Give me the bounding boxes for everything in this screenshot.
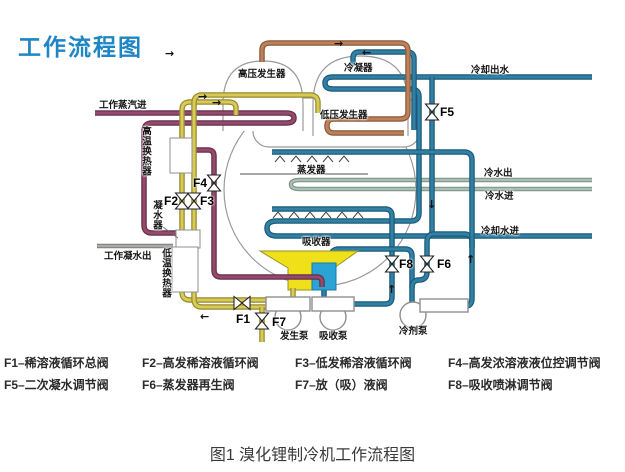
legend-item-f5: F5–二次凝水调节阀 [4,378,109,392]
valve-f7 [254,312,270,330]
flow-arrow: → [334,37,343,50]
legend-item-f3: F3–低发稀溶液循环阀 [295,356,412,370]
label-refrigerant-pump: 冷剂泵 [399,326,428,337]
legend-item-f4: F4–高发浓溶液液位控调节阀 [448,356,601,370]
lt-exchanger-box [171,246,199,293]
receiver-pointer-line [162,226,179,239]
label-steam-condensate-out: 工作凝水出 [104,251,152,262]
absorber-pump [311,296,355,331]
valve-f5 [424,103,440,121]
label-lp-generator: 低压发生器 [320,110,368,121]
legend-item-f6: F6–蒸发器再生阀 [142,378,235,392]
valve-f4 [206,174,222,192]
label-absorber-pump: 吸收泵 [319,331,348,342]
absorber-spray-nozzles [272,211,364,219]
label-ht-exchanger: 高温换热器 [140,126,151,176]
label-lt-exchanger: 低温换热器 [160,248,171,298]
label-generator-pump: 发生泵 [280,331,309,342]
valve-code-f2: F2 [164,194,179,208]
label-cooling-water-in: 冷却水进 [481,226,520,237]
valve-code-f8: F8 [399,257,414,271]
flow-arrow: ↑ [387,283,396,296]
ht-exchanger-box [169,137,193,174]
flow-arrow: → [198,90,207,103]
label-hp-generator: 高压发生器 [238,69,286,80]
condensate-receiver-box [175,229,201,249]
valve-code-f4: F4 [193,176,208,190]
valve-code-f3: F3 [200,194,215,208]
label-chilled-water-out: 冷水出 [484,168,513,179]
valve-f8 [384,255,400,273]
valve-f3 [186,192,202,210]
label-evaporator: 蒸发器 [297,165,326,176]
valve-code-f7: F7 [272,315,287,329]
label-condensate-receiver: 凝水器 [151,200,162,230]
generator-pump [265,296,311,331]
flow-arrow: ← [200,310,209,323]
flow-arrow: ↓ [427,198,436,211]
valve-code-f6: F6 [437,257,452,271]
valve-code-f5: F5 [440,105,455,119]
legend-item-f1: F1–稀溶液循环总阀 [4,356,109,370]
valve-code-f1: F1 [236,312,251,326]
flow-arrow: ↑ [466,253,475,266]
flow-arrow: → [165,47,174,60]
flow-arrow: → [212,96,221,109]
evaporator-spray-nozzles [274,155,350,163]
label-steam-in: 工作蒸汽进 [99,100,147,111]
valve-f6 [419,255,435,273]
label-condenser: 冷凝器 [344,63,373,74]
flow-arrow: ← [362,46,371,59]
label-chilled-water-in: 冷水进 [485,191,514,202]
refrigerant-pump [399,298,469,329]
legend-item-f8: F8–吸收喷淋调节阀 [448,378,553,392]
legend-item-f2: F2–高发稀溶液循环阀 [142,356,259,370]
label-absorber: 吸收器 [302,237,331,248]
label-cooling-water-out: 冷却出水 [471,65,510,76]
legend-item-f7: F7–放（吸）液阀 [295,378,388,392]
page-title: 工作流程图 [18,34,143,60]
figure-caption: 图1 溴化锂制冷机工作流程图 [209,447,416,464]
